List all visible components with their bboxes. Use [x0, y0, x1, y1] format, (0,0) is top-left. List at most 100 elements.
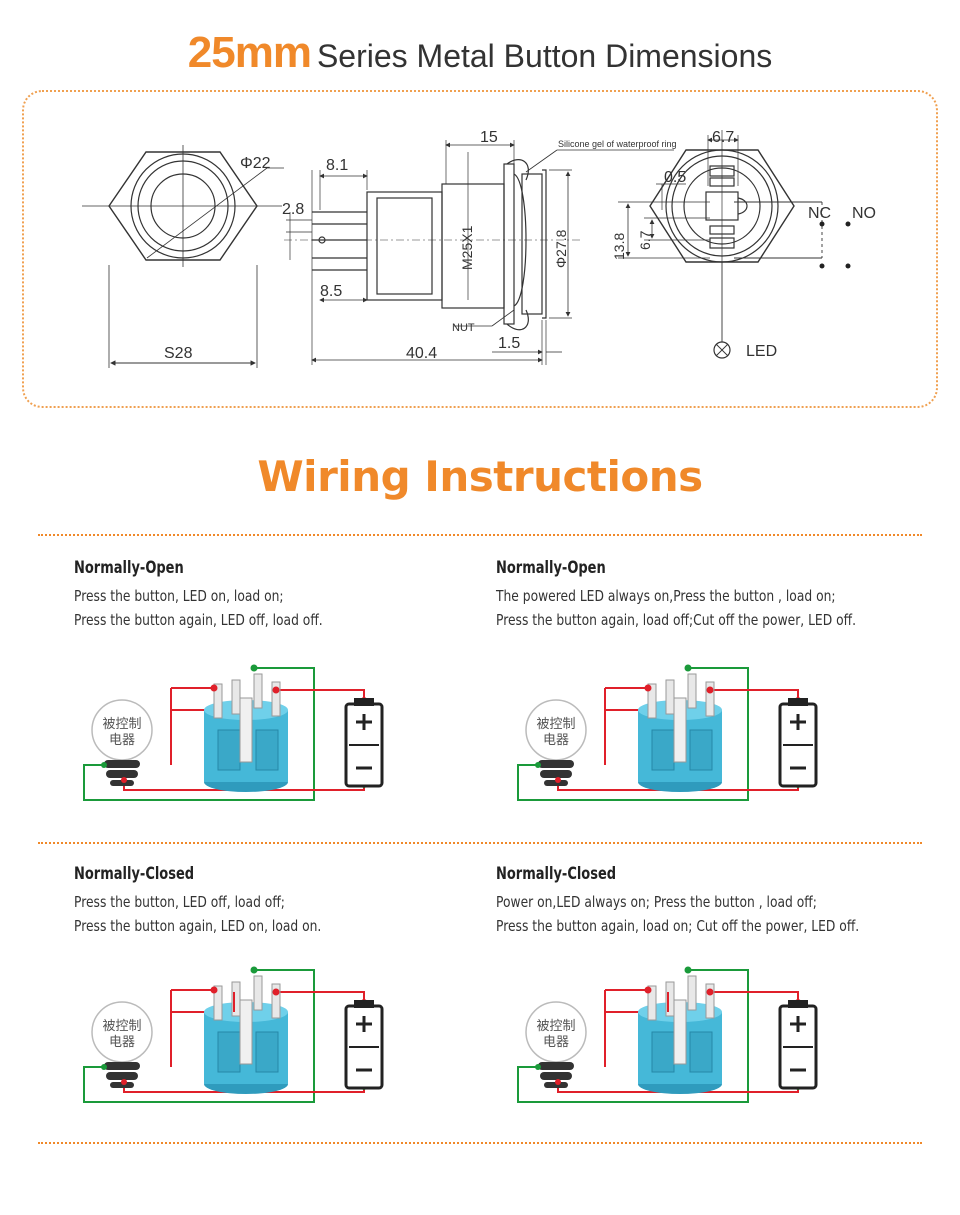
label-8-1: 8.1	[326, 157, 348, 174]
label-40-4: 40.4	[406, 345, 437, 362]
lamp-socket	[544, 780, 568, 786]
lamp-socket	[544, 1082, 568, 1088]
terminal-dot	[101, 762, 107, 768]
title-size: 25mm	[187, 28, 312, 77]
lamp-socket	[106, 770, 138, 778]
switch-pin	[271, 983, 281, 1019]
terminal-dot	[555, 1079, 561, 1085]
label-nc: NC	[808, 205, 831, 222]
title-text: Series Metal Button Dimensions	[316, 38, 773, 74]
switch-pin	[253, 975, 263, 1011]
battery-cap	[788, 1000, 808, 1008]
block-line: The powered LED always on,Press the butt…	[496, 587, 836, 605]
block-line: Press the button, LED off, load off;	[74, 893, 285, 911]
lamp-socket	[540, 770, 572, 778]
block-line: Power on,LED always on; Press the button…	[496, 893, 817, 911]
label-phi22: Φ22	[240, 155, 271, 172]
lamp-socket	[538, 1062, 574, 1070]
wiring-block-nc-1: Normally-Closed Press the button, LED of…	[74, 864, 376, 938]
dimensions-frame	[22, 90, 938, 408]
lamp-socket	[106, 1072, 138, 1080]
terminal-dot	[121, 777, 127, 783]
lamp-label: 电器	[543, 732, 569, 747]
label-thread: M25X1	[459, 225, 475, 270]
switch-slot	[255, 729, 279, 771]
wiring-block-nc-2: Normally-Closed Power on,LED always on; …	[496, 864, 939, 938]
switch-slot	[651, 1031, 675, 1073]
block-line: Press the button again, LED off, load of…	[74, 611, 323, 629]
terminal-dot	[684, 966, 692, 974]
label-15: 15	[480, 129, 498, 146]
red-wire	[276, 689, 365, 700]
switch-pin	[687, 673, 697, 709]
green-wire	[517, 667, 749, 801]
lamp-socket	[104, 1062, 140, 1070]
wiring-title: Wiring Instructions	[257, 452, 703, 501]
label-no: NO	[852, 205, 876, 222]
wiring-block-no-2: Normally-Open The powered LED always on,…	[496, 558, 935, 632]
switch-pin	[647, 985, 657, 1021]
block-heading: Normally-Open	[74, 558, 184, 578]
green-wire	[517, 969, 749, 1103]
lamp-label: 电器	[543, 1034, 569, 1049]
block-heading: Normally-Closed	[74, 864, 195, 884]
switch-pin	[665, 679, 675, 715]
switch-slot	[651, 729, 675, 771]
red-wire	[276, 991, 365, 1002]
lamp-label: 电器	[109, 1034, 135, 1049]
lamp-label: 被控制	[102, 716, 141, 731]
lamp-socket	[538, 760, 574, 768]
switch-pin	[271, 681, 281, 717]
block-line: Press the button again, LED on, load on.	[74, 917, 322, 935]
switch-pin	[687, 975, 697, 1011]
front-view	[82, 145, 284, 368]
terminal-dot	[101, 1064, 107, 1070]
red-wire	[710, 689, 799, 700]
label-6-7-top: 6.7	[712, 129, 734, 146]
lamp-socket	[540, 1072, 572, 1080]
terminal-dot	[250, 664, 258, 672]
lamp-socket	[110, 1082, 134, 1088]
switch-pin	[239, 999, 253, 1065]
terminal-dot	[210, 986, 218, 994]
label-8-5: 8.5	[320, 283, 342, 300]
switch-pin	[213, 683, 223, 719]
terminal-dot	[535, 762, 541, 768]
battery-cap	[354, 1000, 374, 1008]
label-nut: NUT	[452, 322, 475, 334]
label-led: LED	[746, 343, 777, 360]
label-6-7-side: 6.7	[637, 230, 653, 250]
label-1-5: 1.5	[498, 335, 520, 352]
switch-pin	[673, 999, 687, 1065]
rear-view	[618, 130, 823, 359]
switch-slot	[689, 729, 713, 771]
block-line: Press the button again, load on; Cut off…	[496, 917, 860, 935]
block-line: Press the button again, load off;Cut off…	[496, 611, 856, 629]
block-heading: Normally-Open	[496, 558, 606, 578]
lamp-label: 被控制	[536, 716, 575, 731]
label-outer-diameter: Φ27.8	[553, 229, 569, 268]
switch-pin	[239, 697, 253, 763]
lamp-socket	[110, 780, 134, 786]
lamp-socket	[104, 760, 140, 768]
red-wire	[710, 991, 799, 1002]
switch-slot	[255, 1031, 279, 1073]
terminal-dot	[644, 684, 652, 692]
terminal-dot	[535, 1064, 541, 1070]
terminal-dot	[210, 684, 218, 692]
terminal-dot	[684, 664, 692, 672]
terminal-dot	[706, 988, 714, 996]
terminal-dot	[555, 777, 561, 783]
lamp-label: 被控制	[536, 1018, 575, 1033]
label-gel: Silicone gel of waterproof ring	[558, 139, 677, 149]
label-2-8: 2.8	[282, 201, 304, 218]
block-heading: Normally-Closed	[496, 864, 617, 884]
switch-pin	[231, 679, 241, 715]
switch-pin	[705, 983, 715, 1019]
block-line: Press the button, LED on, load on;	[74, 587, 284, 605]
divider	[38, 842, 922, 844]
